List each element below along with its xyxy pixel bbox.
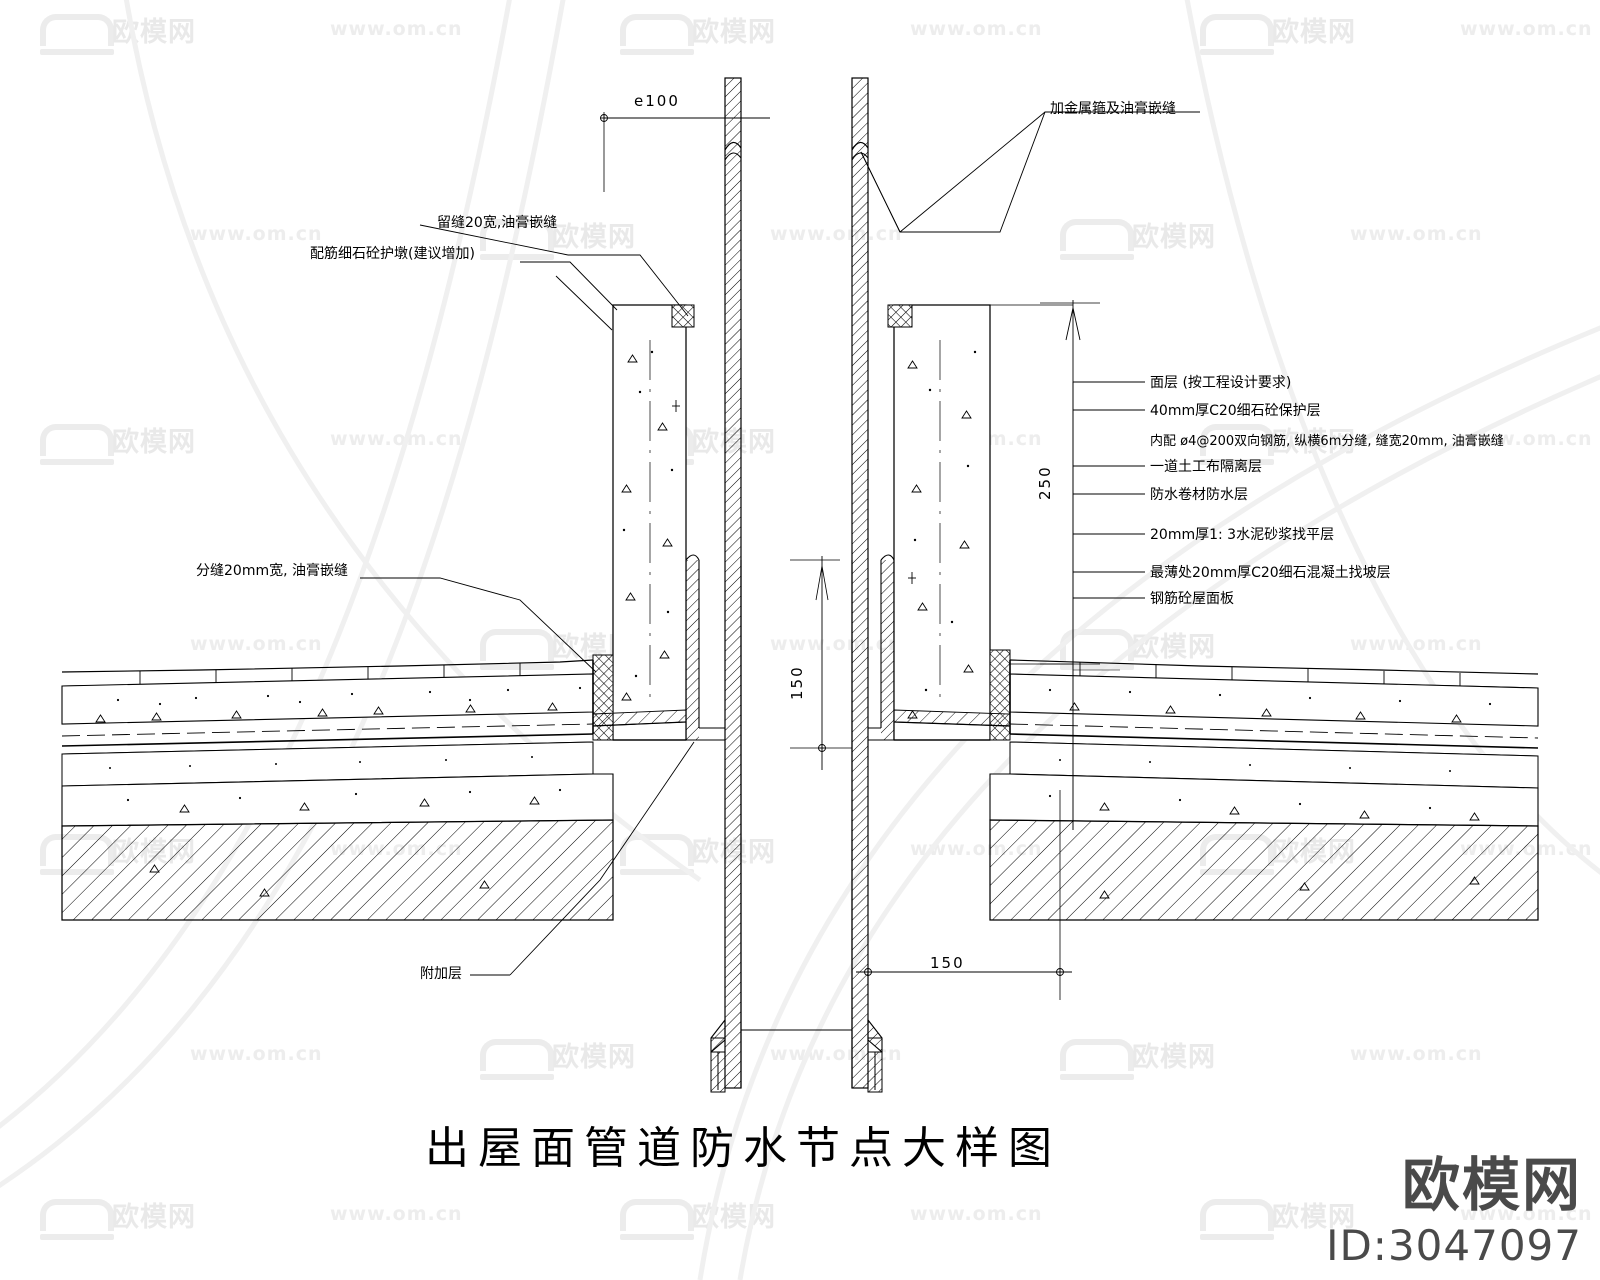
dimension-curb-height-250: 250: [1036, 465, 1054, 500]
layer-note-rc-roof-slab: 钢筋砼屋面板: [1150, 591, 1234, 607]
layer-note-waterproof-membrane: 防水卷材防水层: [1150, 487, 1248, 503]
annotation-reinforced-concrete-curb: 配筋细石砼护墩(建议增加): [310, 246, 475, 262]
layer-note-geotextile: 一道土工布隔离层: [1150, 459, 1262, 475]
annotation-additional-layer: 附加层: [420, 966, 462, 982]
dimension-flashing-height-150: 150: [788, 665, 806, 700]
annotation-joint-20-sealant: 留缝20宽,油膏嵌缝: [437, 215, 558, 231]
brand-logo: 欧模网: [1401, 1151, 1582, 1219]
dimension-pipe-diameter: e100: [634, 92, 680, 110]
dimension-curb-width-150: 150: [930, 954, 965, 972]
layer-note-reinforcement: 内配 ø4@200双向钢筋, 纵横6m分缝, 缝宽20mm, 油膏嵌缝: [1150, 434, 1504, 449]
drawing-title: 出屋面管道防水节点大样图: [425, 1123, 1061, 1174]
annotation-joint-20mm-sealant: 分缝20mm宽, 油膏嵌缝: [196, 563, 348, 579]
layer-note-protective-screed: 40mm厚C20细石砼保护层: [1150, 403, 1321, 419]
layer-note-mortar-levelling: 20mm厚1: 3水泥砂浆找平层: [1150, 527, 1335, 543]
annotation-metal-clamp: 加金属箍及油膏嵌缝: [1050, 101, 1176, 117]
model-id-label: ID:3047097: [1326, 1221, 1582, 1270]
layer-note-slope-fill: 最薄处20mm厚C20细石混凝土找坡层: [1150, 565, 1391, 581]
layer-note-finish: 面层 (按工程设计要求): [1150, 375, 1292, 391]
